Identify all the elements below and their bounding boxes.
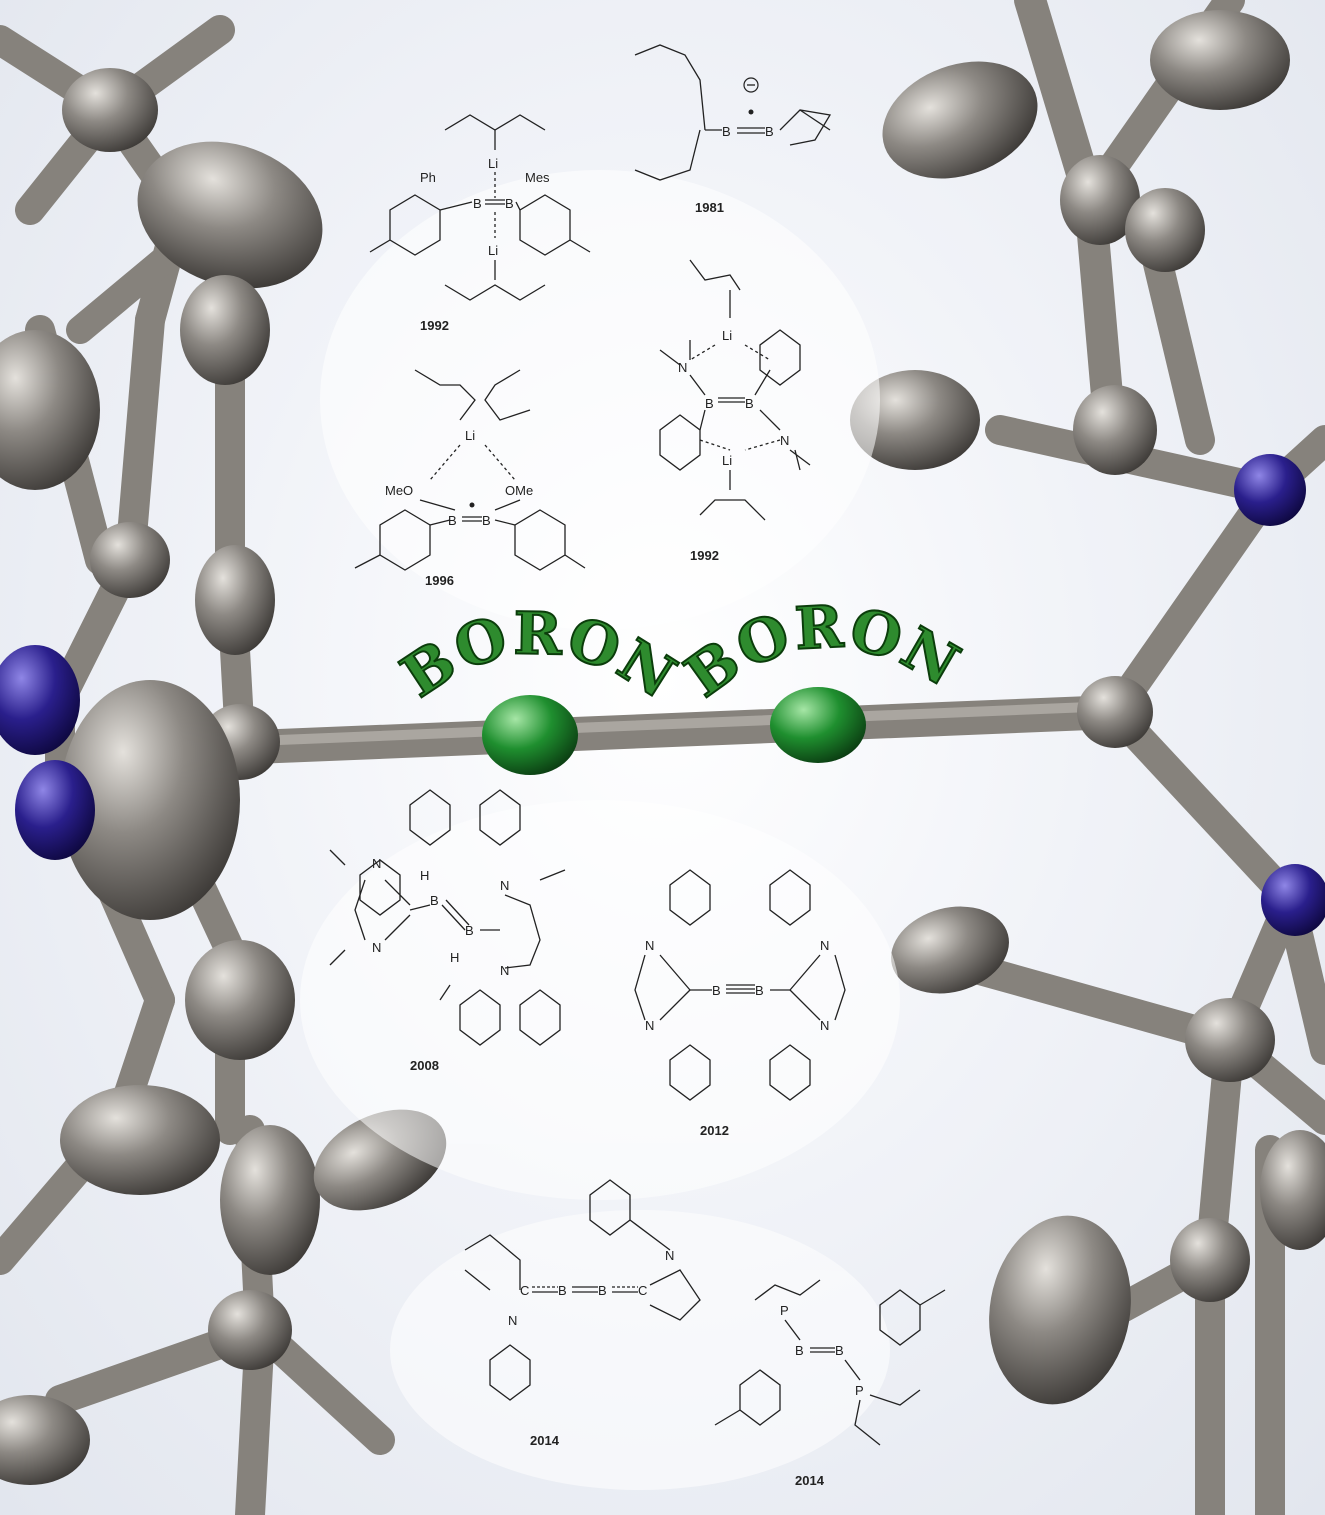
- structure-2008-diborene: N N B H B H N N 2008: [329, 789, 566, 1073]
- svg-text:B: B: [598, 1283, 607, 1298]
- svg-text:Ph: Ph: [420, 170, 436, 185]
- svg-text:C: C: [520, 1283, 529, 1298]
- structure-1992-diaryl: Li Ph Mes B B Li 1992: [369, 114, 591, 333]
- svg-text:N: N: [665, 1248, 674, 1263]
- svg-text:N: N: [372, 940, 381, 955]
- svg-text:P: P: [855, 1383, 864, 1398]
- ortep-atoms: [0, 10, 1325, 1485]
- structure-1981-radical: B B 1981: [634, 44, 832, 215]
- halo: [300, 170, 900, 1490]
- svg-text:B: B: [465, 923, 474, 938]
- svg-text:C: C: [638, 1283, 647, 1298]
- structure-1992-amido: Li N B B N Li 1992: [659, 259, 811, 563]
- year-1992-a: 1992: [420, 318, 449, 333]
- svg-text:N: N: [372, 856, 381, 871]
- svg-text:N: N: [500, 878, 509, 893]
- year-2014-b: 2014: [795, 1473, 825, 1488]
- svg-text:B: B: [430, 893, 439, 908]
- svg-text:Li: Li: [465, 428, 475, 443]
- svg-text:N: N: [500, 963, 509, 978]
- svg-text:OMe: OMe: [505, 483, 533, 498]
- svg-text:N: N: [645, 938, 654, 953]
- boron-atom-right: [770, 687, 866, 763]
- svg-text:B: B: [745, 396, 754, 411]
- year-2008: 2008: [410, 1058, 439, 1073]
- svg-text:N: N: [508, 1313, 517, 1328]
- svg-text:B: B: [448, 513, 457, 528]
- svg-text:B: B: [705, 396, 714, 411]
- year-2012: 2012: [700, 1123, 729, 1138]
- year-1992-b: 1992: [690, 548, 719, 563]
- svg-text:H: H: [420, 868, 429, 883]
- svg-text:Li: Li: [722, 328, 732, 343]
- year-2014-a: 2014: [530, 1433, 560, 1448]
- svg-text:B: B: [765, 124, 774, 139]
- svg-text:B: B: [505, 196, 514, 211]
- svg-text:B: B: [712, 983, 721, 998]
- structure-2012-diboryne: N N N N B B 2012: [634, 869, 846, 1138]
- svg-text:B: B: [755, 983, 764, 998]
- svg-text:N: N: [780, 433, 789, 448]
- structure-2014-cumulene: C N B B C N 2014: [464, 1179, 701, 1448]
- svg-text:P: P: [780, 1303, 789, 1318]
- year-1996: 1996: [425, 573, 454, 588]
- svg-text:B: B: [473, 196, 482, 211]
- svg-text:Li: Li: [488, 243, 498, 258]
- svg-text:B: B: [835, 1343, 844, 1358]
- svg-text:B: B: [722, 124, 731, 139]
- svg-text:B: B: [482, 513, 491, 528]
- svg-text:B: B: [795, 1343, 804, 1358]
- svg-text:N: N: [820, 938, 829, 953]
- svg-text:N: N: [645, 1018, 654, 1033]
- svg-text:Li: Li: [488, 156, 498, 171]
- structure-1996-radical: Li MeO OMe B B 1996: [354, 369, 586, 588]
- year-1981: 1981: [695, 200, 724, 215]
- structure-2014-phosphine-diborene: P B B P 2014: [714, 1279, 946, 1488]
- boron-atom-left: [482, 695, 578, 775]
- svg-text:B: B: [558, 1283, 567, 1298]
- svg-text:Li: Li: [722, 453, 732, 468]
- svg-text:N: N: [678, 360, 687, 375]
- svg-text:MeO: MeO: [385, 483, 413, 498]
- svg-text:H: H: [450, 950, 459, 965]
- svg-text:N: N: [820, 1018, 829, 1033]
- svg-text:Mes: Mes: [525, 170, 550, 185]
